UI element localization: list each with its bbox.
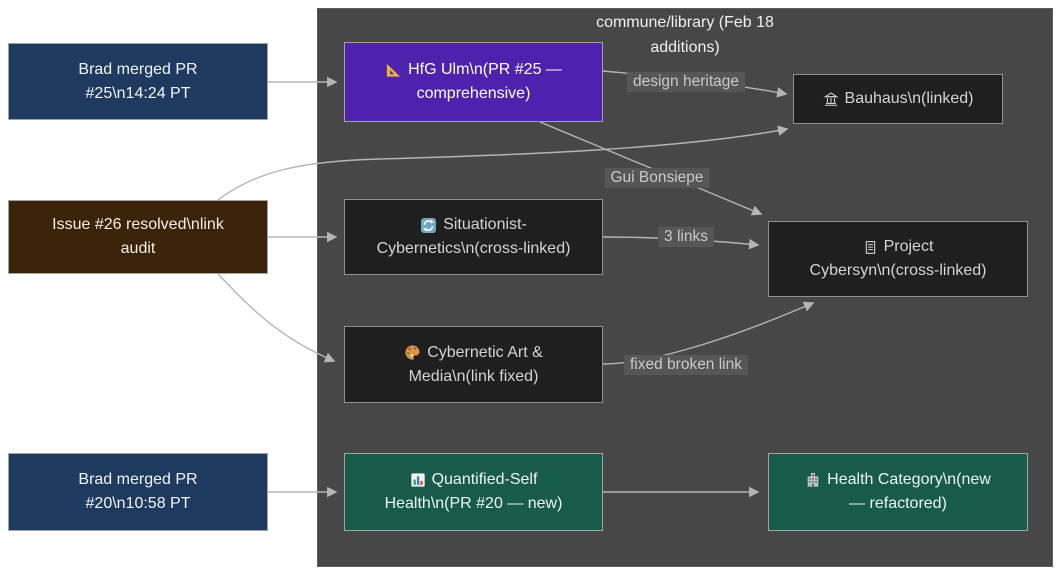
edge-label-design-heritage: design heritage: [627, 72, 745, 92]
node-quantified-self-health: Quantified-Self Health\n(PR #20 — new): [344, 453, 603, 531]
node-label-line: Brad merged PR: [78, 60, 198, 78]
node-label-line: Cybernetics\n(cross-linked): [376, 240, 571, 257]
node-health-category: Health Category\n(new — refactored): [768, 453, 1028, 531]
node-cybernetic-art-media: Cybernetic Art & Media\n(link fixed): [344, 326, 603, 403]
triangular-ruler-icon: [385, 62, 402, 79]
node-label-line: — refactored): [849, 495, 947, 512]
node-label-line: #20\n10:58 PT: [85, 495, 191, 512]
cluster-title-line: commune/library (Feb 18: [596, 14, 774, 31]
document-icon: [863, 240, 878, 255]
node-label-line: Project: [883, 238, 934, 255]
cluster-title: commune/library (Feb 18 additions): [535, 10, 835, 60]
node-label-line: audit: [120, 240, 156, 257]
node-label-line: Brad merged PR: [78, 471, 198, 488]
node-label-line: HfG Ulm\n(PR #25 —: [408, 61, 562, 78]
node-label-line: Bauhaus\n(linked): [844, 90, 974, 107]
node-label-line: #25\n14:24 PT: [85, 84, 191, 102]
node-label-line: Quantified-Self: [431, 471, 538, 488]
palette-icon: [404, 344, 421, 361]
edge-label-fixed-broken-link: fixed broken link: [623, 355, 749, 375]
node-issue-26: Issue #26 resolved\nlink audit: [8, 200, 268, 274]
node-label-line: Situationist-: [443, 216, 527, 233]
node-situationist-cybernetics: Situationist- Cybernetics\n(cross-linked…: [344, 199, 603, 275]
node-hfg-ulm: HfG Ulm\n(PR #25 — comprehensive): [344, 42, 603, 122]
edge-label-three-links: 3 links: [658, 227, 714, 247]
node-project-cybersyn: Project Cybersyn\n(cross-linked): [768, 221, 1028, 297]
node-label-line: Media\n(link fixed): [408, 367, 539, 385]
classical-building-icon: [822, 91, 839, 107]
arrows-cycle-icon: [420, 217, 437, 234]
node-label-line: Cybernetic Art &: [427, 343, 543, 361]
node-label-line: Cybersyn\n(cross-linked): [809, 262, 987, 279]
bar-chart-icon: [410, 472, 426, 488]
node-brad-merged-pr-25: Brad merged PR #25\n14:24 PT: [8, 43, 268, 120]
edge-label-gui-bonsiepe: Gui Bonsiepe: [604, 168, 710, 188]
hospital-icon: [805, 472, 821, 488]
node-bauhaus: Bauhaus\n(linked): [793, 74, 1003, 124]
node-label-line: comprehensive): [416, 85, 531, 102]
node-label-line: Health\n(PR #20 — new): [384, 495, 563, 512]
cluster-title-line: additions): [650, 39, 720, 56]
node-label-line: Issue #26 resolved\nlink: [52, 216, 224, 233]
node-brad-merged-pr-20: Brad merged PR #20\n10:58 PT: [8, 453, 268, 531]
node-label-line: Health Category\n(new: [827, 471, 991, 488]
